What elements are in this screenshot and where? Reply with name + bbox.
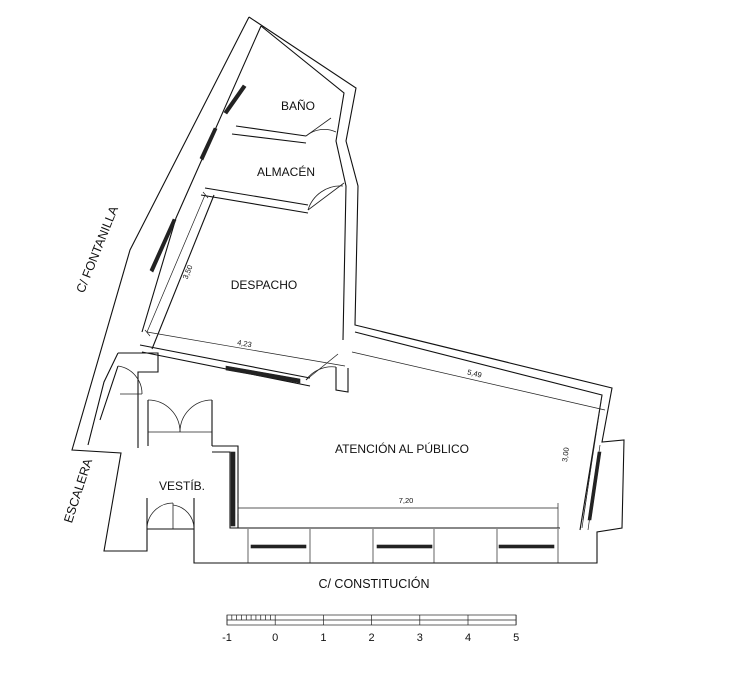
scale-bar-minor-ticks bbox=[231, 615, 271, 620]
dimension-atencion-top: 5,49 bbox=[466, 368, 482, 380]
scale-label: 5 bbox=[513, 632, 519, 644]
scale-label: 4 bbox=[465, 632, 471, 644]
street-labels: C/ FONTANILLA ESCALERA C/ CONSTITUCIÓN bbox=[61, 204, 429, 591]
room-label-despacho: DESPACHO bbox=[231, 278, 297, 292]
street-label-constitucion: C/ CONSTITUCIÓN bbox=[318, 576, 429, 591]
scale-label: 3 bbox=[417, 632, 423, 644]
room-label-vestib: VESTÍB. bbox=[159, 478, 205, 493]
scale-label: 0 bbox=[272, 632, 278, 644]
room-labels: BAÑO ALMACÉN DESPACHO ATENCIÓN AL PÚBLIC… bbox=[159, 99, 469, 493]
dimension-lines bbox=[144, 191, 606, 528]
scale-label: 2 bbox=[369, 632, 375, 644]
scale-bar: -1 0 1 2 3 4 5 bbox=[222, 614, 519, 644]
scale-label: 1 bbox=[320, 632, 326, 644]
street-label-fontanilla: C/ FONTANILLA bbox=[74, 204, 122, 295]
dimension-atencion-bottom: 7,20 bbox=[399, 496, 414, 505]
dimension-despacho-height: 3,50 bbox=[181, 264, 195, 281]
scale-bar-major-ticks bbox=[226, 615, 517, 625]
dimension-atencion-height: 3,00 bbox=[560, 447, 571, 463]
room-label-bano: BAÑO bbox=[281, 99, 315, 113]
scale-bar-labels: -1 0 1 2 3 4 5 bbox=[222, 632, 519, 644]
dimension-labels: 3,50 4,23 5,49 3,00 7,20 bbox=[181, 264, 571, 505]
street-label-escalera: ESCALERA bbox=[61, 456, 95, 524]
windows bbox=[149, 84, 602, 549]
dimension-despacho-width: 4,23 bbox=[236, 338, 252, 349]
room-label-atencion: ATENCIÓN AL PÚBLICO bbox=[335, 441, 469, 456]
doors bbox=[117, 117, 345, 530]
room-label-almacen: ALMACÉN bbox=[257, 164, 315, 179]
scale-label: -1 bbox=[222, 632, 232, 644]
